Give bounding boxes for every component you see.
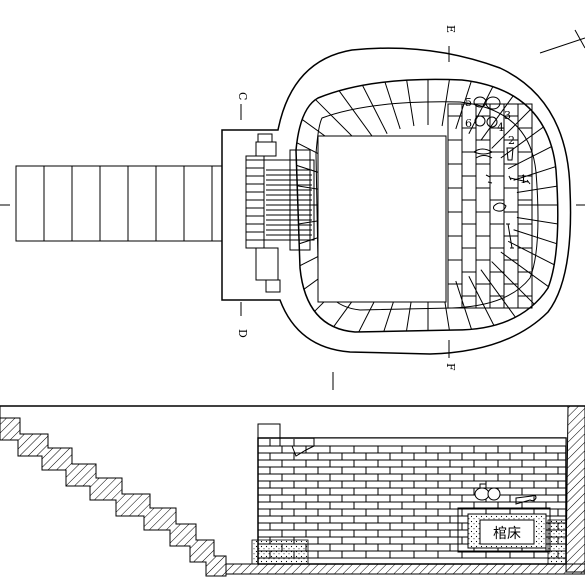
coffin-platform-section: 棺床 — [457, 507, 551, 553]
section-view: 棺床 — [0, 405, 585, 577]
wall-brick-joint — [455, 280, 478, 332]
section-markers: C D E F — [236, 25, 457, 371]
vault-broken-edge — [257, 423, 315, 457]
wall-brick-joint — [333, 83, 376, 141]
bone-icon — [473, 148, 494, 159]
find-number-5: 5 — [465, 96, 472, 109]
coffin-platform-label: 棺床 — [493, 526, 521, 542]
wall-brick-joint — [513, 229, 558, 252]
pot-icon — [487, 487, 501, 501]
pot-icon — [474, 115, 486, 127]
wall-brick-joint — [507, 240, 558, 274]
wall-brick-joint — [354, 79, 388, 134]
tomb-pit-outline — [221, 47, 572, 355]
wall-brick-joint — [491, 261, 542, 312]
wall-brick-joint — [516, 181, 558, 193]
wall-brick-joint — [480, 269, 523, 327]
fill-soil — [251, 539, 309, 565]
artifact-icon — [506, 147, 514, 161]
section-label-e: E — [444, 25, 457, 33]
pit-floor-hatched — [225, 563, 585, 575]
right-pit-wall-hatched — [565, 405, 585, 573]
wall-brick-joint — [455, 79, 478, 130]
chamber-wall — [295, 78, 559, 333]
chamber-interior — [317, 135, 447, 303]
wall-brick-joint — [516, 217, 558, 229]
find-number-6: 6 — [465, 117, 472, 130]
section-label-f: F — [444, 363, 457, 371]
north-arrow — [539, 29, 585, 54]
bone-icon — [515, 494, 537, 505]
find-number-labels: 1 2 3 4 5 6 — [465, 96, 527, 186]
wall-brick-joint — [441, 79, 454, 127]
skull-icon — [493, 202, 507, 212]
stepped-earth-hatched — [0, 406, 227, 577]
passage — [245, 133, 315, 293]
wall-brick-joint — [378, 79, 401, 130]
dromos — [15, 165, 223, 242]
vault-top-course — [313, 437, 567, 447]
find-number-4: 4 — [497, 121, 504, 134]
bone-icon — [506, 223, 514, 249]
find-number-1: 1 — [520, 173, 527, 186]
plan-view: 1 2 3 4 5 6 C D E F — [0, 25, 585, 390]
bone-icon — [508, 175, 531, 185]
bone-fragment-icon — [485, 174, 493, 184]
coffin-platform-plan — [447, 103, 533, 309]
section-label-d: D — [236, 329, 249, 338]
wall-brick-joint — [513, 158, 558, 181]
section-objects — [474, 483, 537, 505]
find-number-3: 3 — [504, 109, 511, 122]
artifact-icon — [479, 483, 487, 489]
burial-objects — [473, 96, 531, 249]
pot-icon — [485, 96, 501, 110]
fill-soil-right — [547, 519, 567, 565]
wall-brick-joint — [402, 79, 415, 127]
section-label-c: C — [236, 92, 249, 100]
wall-brick-joint — [507, 136, 558, 170]
wall-brick-joint — [500, 251, 558, 294]
pot-icon — [486, 116, 498, 128]
pot-icon — [474, 487, 490, 501]
find-number-2: 2 — [508, 134, 515, 147]
